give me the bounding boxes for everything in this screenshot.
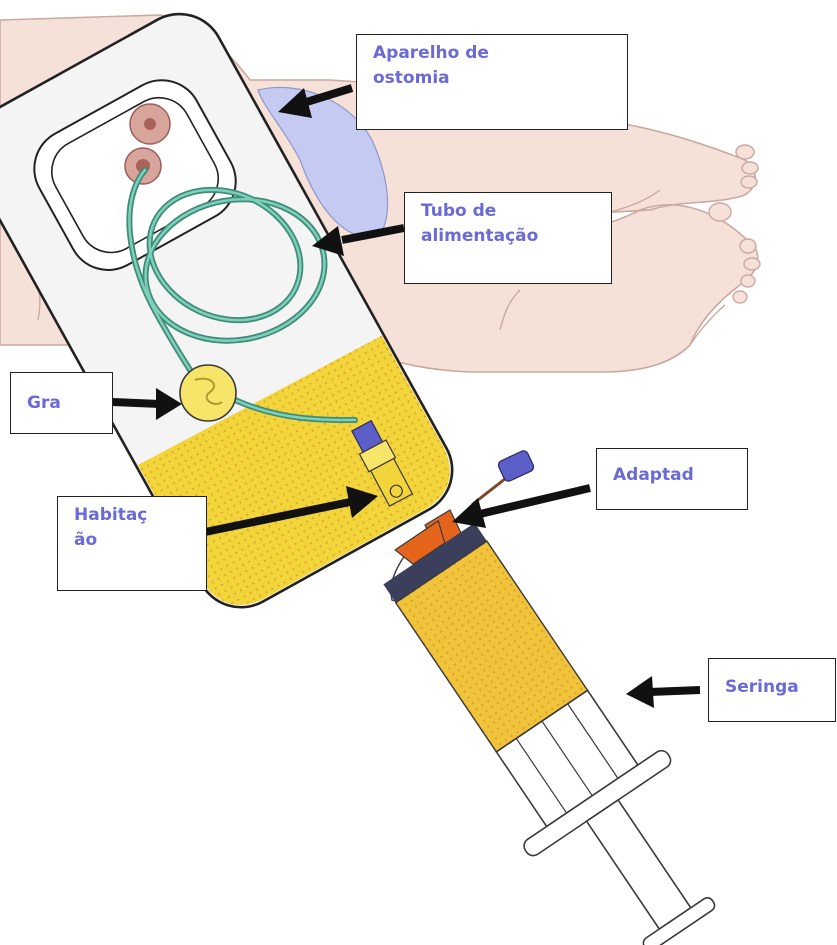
label-syringe: Seringa	[708, 658, 836, 722]
clamp-icon	[180, 365, 236, 421]
label-feeding-tube: Tubo de alimentação	[404, 192, 612, 284]
label-tube-line1: Tubo de	[421, 199, 611, 224]
label-ostomy-line1: Aparelho de	[373, 41, 627, 66]
label-clamp-line1: Gra	[27, 391, 112, 416]
label-ostomy-line2: ostomia	[373, 66, 627, 91]
syringe-icon	[345, 487, 754, 945]
label-tube-line2: alimentação	[421, 224, 611, 249]
label-housing: Habitaç ão	[57, 496, 207, 591]
label-adapter-line1: Adaptad	[613, 463, 747, 488]
label-clamp: Gra	[10, 372, 113, 434]
label-housing-line2: ão	[74, 528, 206, 553]
label-ostomy-appliance: Aparelho de ostomia	[356, 34, 628, 130]
label-adapter: Adaptad	[596, 448, 748, 510]
label-housing-line1: Habitaç	[74, 503, 206, 528]
label-syringe-line1: Seringa	[725, 675, 835, 700]
